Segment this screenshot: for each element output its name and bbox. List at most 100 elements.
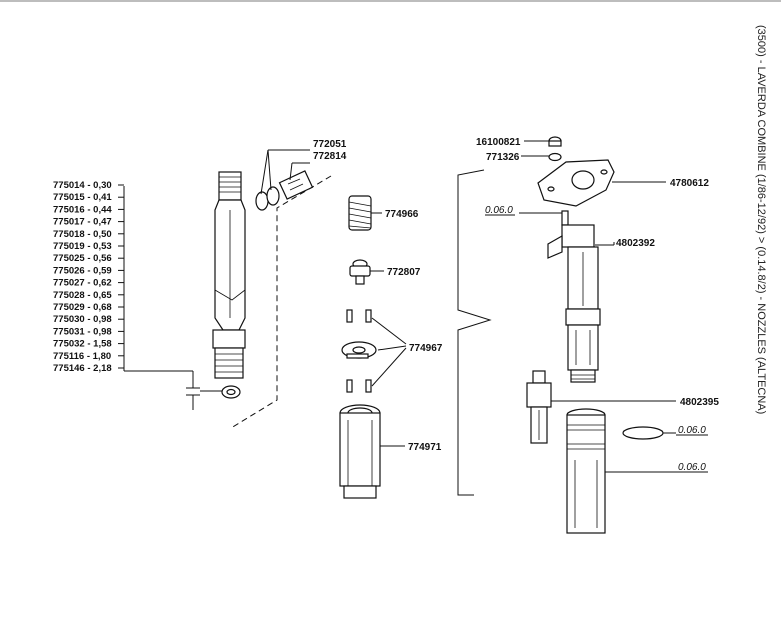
shim-part-number: 775031 <box>53 326 85 337</box>
mounting-flange <box>537 159 666 207</box>
callout-labels: 772051 772814 774966 772807 774967 77497… <box>313 137 719 473</box>
shim-part-number: 775025 <box>53 253 85 264</box>
shim-table-row: 775027 - 0,62 <box>53 278 112 289</box>
shim-separator: - <box>85 314 93 325</box>
banjo-fitting-group <box>255 149 314 211</box>
nozzle-tip <box>526 370 676 444</box>
assembly-dashed-line <box>230 175 332 429</box>
shim-separator: - <box>85 217 93 228</box>
shim-part-number: 775015 <box>53 192 85 203</box>
shim-table-row: 775032 - 1,58 <box>53 339 112 350</box>
callout-4780612: 4780612 <box>670 178 709 189</box>
shim-separator: - <box>85 241 93 252</box>
shim-table-row: 775018 - 0,50 <box>53 229 112 240</box>
shim-separator: - <box>85 339 93 350</box>
shim-separator: - <box>85 204 93 215</box>
callout-772814: 772814 <box>313 151 347 162</box>
shim-separator: - <box>85 192 93 203</box>
callout-774971: 774971 <box>408 442 442 453</box>
nozzle-holder-body <box>212 171 246 399</box>
shim-part-number: 775019 <box>53 241 85 252</box>
shim-thickness: 0,56 <box>93 253 112 264</box>
shim-part-number: 775146 <box>53 363 85 374</box>
nozzle-nut <box>339 404 405 499</box>
callout-774967: 774967 <box>409 343 443 354</box>
callout-4802395: 4802395 <box>680 397 719 408</box>
shim-table-row: 775116 - 1,80 <box>53 351 111 362</box>
cap-nut <box>524 136 562 147</box>
shim-thickness: 1,80 <box>93 351 112 362</box>
shim-part-number: 775027 <box>53 278 85 289</box>
shim-table-row: 775016 - 0,44 <box>53 204 112 215</box>
shim-separator: - <box>85 229 93 240</box>
shim-thickness: 0,30 <box>93 180 112 191</box>
callout-0-06-0-c: 0.06.0 <box>678 462 706 473</box>
shim-part-number: 775028 <box>53 290 85 301</box>
shim-separator: - <box>85 363 93 374</box>
shim-table-row: 775014 - 0,30 <box>53 180 112 191</box>
shim-part-number: 775017 <box>53 217 85 228</box>
small-washer <box>521 152 562 162</box>
shim-table-row: 775019 - 0,53 <box>53 241 112 252</box>
spring <box>348 195 382 231</box>
top-border <box>0 0 781 2</box>
shim-separator: - <box>85 278 93 289</box>
shim-table-row: 775017 - 0,47 <box>53 217 112 228</box>
shim-separator: - <box>85 290 93 301</box>
shim-separator: - <box>85 265 93 276</box>
shim-thickness: 0,98 <box>93 314 112 325</box>
shim-table-row: 775026 - 0,59 <box>53 265 112 276</box>
shim-table-row: 775031 - 0,98 <box>53 326 112 337</box>
shim-part-number: 775026 <box>53 265 85 276</box>
shim-separator: - <box>85 326 93 337</box>
shim-part-number: 775014 <box>53 180 85 191</box>
callout-4802392: 4802392 <box>616 238 655 249</box>
page-side-title: (3500) - LAVERDA COMBINE (1/86-12/92) > … <box>755 25 767 414</box>
shim-thickness: 0,53 <box>93 241 112 252</box>
shim-table-row: 775028 - 0,65 <box>53 290 112 301</box>
pins-and-spacer <box>341 309 407 393</box>
sealing-washer <box>266 186 280 206</box>
protective-sleeve <box>566 408 676 534</box>
shim-table-row: 775025 - 0,56 <box>53 253 112 264</box>
shim-part-number: 775030 <box>53 314 85 325</box>
callout-0-06-0-b: 0.06.0 <box>678 425 706 436</box>
shim-table-row: 775015 - 0,41 <box>53 192 112 203</box>
shim-thickness: 0,47 <box>93 217 112 228</box>
shim-part-number: 775029 <box>53 302 85 313</box>
shim-table-row: 775029 - 0,68 <box>53 302 112 313</box>
shim-thickness: 0,41 <box>93 192 112 203</box>
callout-771326: 771326 <box>486 152 520 163</box>
shim-separator: - <box>85 180 93 191</box>
sealing-washer <box>255 191 269 211</box>
shim-thickness: 0,44 <box>93 204 112 215</box>
callout-774966: 774966 <box>385 209 419 220</box>
callout-0-06-0-a: 0.06.0 <box>485 205 513 216</box>
shim-table-row: 775146 - 2,18 <box>53 363 112 374</box>
o-ring <box>622 426 676 440</box>
shim-part-number: 775018 <box>53 229 85 240</box>
callout-772807: 772807 <box>387 267 421 278</box>
shim-separator: - <box>84 351 92 362</box>
shim-thickness: 0,59 <box>93 265 112 276</box>
spring-seat <box>349 259 384 285</box>
shim-thickness: 0,62 <box>93 278 112 289</box>
callout-772051: 772051 <box>313 139 347 150</box>
shim-part-number: 775116 <box>53 351 84 362</box>
shim-thickness: 1,58 <box>93 339 112 350</box>
shim-thickness: 0,98 <box>93 326 112 337</box>
shim-thickness: 2,18 <box>93 363 112 374</box>
shim-thickness: 0,68 <box>93 302 112 313</box>
shim-thickness: 0,50 <box>93 229 112 240</box>
shim-separator: - <box>85 302 93 313</box>
callout-16100821: 16100821 <box>476 137 521 148</box>
group-brace <box>457 169 492 496</box>
shim-table-row: 775030 - 0,98 <box>53 314 112 325</box>
shim-separator: - <box>85 253 93 264</box>
shim-thickness: 0,65 <box>93 290 112 301</box>
banjo-bolt <box>278 170 314 200</box>
shim-part-number: 775016 <box>53 204 85 215</box>
shim-part-number: 775032 <box>53 339 85 350</box>
